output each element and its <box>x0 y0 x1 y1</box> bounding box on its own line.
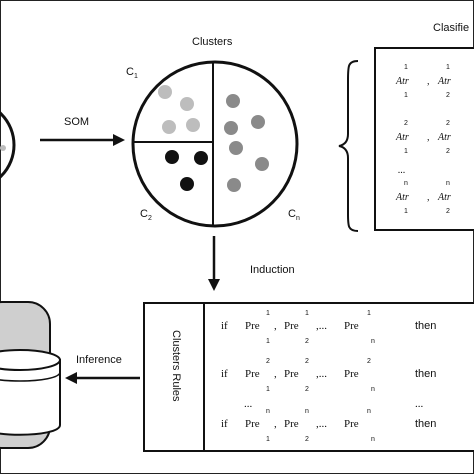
attr-symbol: Atr <box>396 192 409 203</box>
attr-sub: 1 <box>404 148 408 155</box>
clusters-title: Clusters <box>192 36 233 48</box>
rule-pre: Pre <box>284 320 299 332</box>
clusters-circle <box>131 60 299 228</box>
cluster-label-c1: C1 <box>126 66 138 81</box>
attr-sub: 2 <box>446 148 450 155</box>
attr-symbol: Atr <box>438 192 451 203</box>
cluster-point <box>229 141 243 155</box>
induction-label: Induction <box>250 264 295 276</box>
cluster-point <box>251 115 265 129</box>
rule-sup: n <box>305 408 309 415</box>
attr-symbol: Atr <box>396 132 409 143</box>
rule-then: then <box>415 320 437 332</box>
inference-arrow-head <box>65 372 77 384</box>
rule-ellipsis: ... <box>415 398 424 410</box>
rule-sub: 2 <box>305 436 309 443</box>
cluster-point <box>224 121 238 135</box>
rule-then: then <box>415 418 437 430</box>
rule-sep: , <box>274 368 277 380</box>
rule-pre: Pre <box>344 418 359 430</box>
database-icon <box>0 301 61 449</box>
attr-sup: n <box>446 180 450 187</box>
attr-symbol: Atr <box>396 76 409 87</box>
som-arrow-head <box>113 134 125 146</box>
attr-sep: , <box>427 76 430 87</box>
attr-sup: 2 <box>404 120 408 127</box>
attr-sub: 1 <box>404 92 408 99</box>
rule-if: if <box>221 320 228 332</box>
attr-sup: 1 <box>404 64 408 71</box>
rule-sup: 2 <box>305 358 309 365</box>
cluster-point <box>180 177 194 191</box>
rule-sup: n <box>266 408 270 415</box>
cluster-point <box>165 150 179 164</box>
rule-sub: 1 <box>266 436 270 443</box>
rule-pre: Pre <box>344 368 359 380</box>
rule-pre: Pre <box>344 320 359 332</box>
cluster-point <box>255 157 269 171</box>
cluster-point <box>227 178 241 192</box>
rules-box <box>143 302 474 452</box>
attr-sub: 2 <box>446 208 450 215</box>
inference-label: Inference <box>76 354 122 366</box>
rule-dots: ,... <box>316 320 327 332</box>
classified-title: Clasifie <box>433 22 470 34</box>
cluster-point <box>162 120 176 134</box>
attr-sup: n <box>404 180 408 187</box>
attr-sep: , <box>427 192 430 203</box>
som-label: SOM <box>64 116 90 128</box>
rule-if: if <box>221 418 228 430</box>
cluster-rules-label: Clusters Rules <box>170 330 182 402</box>
curly-brace <box>338 60 359 232</box>
rule-sup: n <box>367 408 371 415</box>
rule-ellipsis: ... <box>244 398 253 410</box>
cluster-point <box>180 97 194 111</box>
cluster-point <box>186 118 200 132</box>
rule-if: if <box>221 368 228 380</box>
classified-box <box>374 47 474 231</box>
attr-sup: 2 <box>446 120 450 127</box>
rule-sub: n <box>371 386 375 393</box>
attr-sub: 1 <box>404 208 408 215</box>
rule-sub: n <box>371 436 375 443</box>
rule-sup: 1 <box>367 310 371 317</box>
rule-sep: , <box>274 320 277 332</box>
cluster-point <box>194 151 208 165</box>
rule-sup: 1 <box>305 310 309 317</box>
rule-sub: 2 <box>305 338 309 345</box>
rule-sub: 2 <box>305 386 309 393</box>
rule-sub: 1 <box>266 338 270 345</box>
rule-sup: 1 <box>266 310 270 317</box>
attr-sup: 1 <box>446 64 450 71</box>
attr-ellipsis: ... <box>398 165 406 176</box>
attr-symbol: Atr <box>438 76 451 87</box>
rule-sub: 1 <box>266 386 270 393</box>
cluster-point <box>158 85 172 99</box>
rule-pre: Pre <box>284 418 299 430</box>
rule-sep: , <box>274 418 277 430</box>
attr-symbol: Atr <box>438 132 451 143</box>
rule-pre: Pre <box>245 368 260 380</box>
rule-pre: Pre <box>284 368 299 380</box>
rule-sup: 2 <box>266 358 270 365</box>
rule-sup: 2 <box>367 358 371 365</box>
input-data-circle <box>0 110 16 180</box>
cluster-point <box>226 94 240 108</box>
cluster-label-cn: Cn <box>288 208 300 223</box>
rule-pre: Pre <box>245 320 260 332</box>
attr-sep: , <box>427 132 430 143</box>
induction-arrow-head <box>208 279 220 291</box>
rule-then: then <box>415 368 437 380</box>
rule-pre: Pre <box>245 418 260 430</box>
cluster-label-c2: C2 <box>140 208 152 223</box>
rule-sub: n <box>371 338 375 345</box>
rule-dots: ,... <box>316 368 327 380</box>
attr-sub: 2 <box>446 92 450 99</box>
rule-dots: ,... <box>316 418 327 430</box>
input-data-dot <box>0 145 6 151</box>
